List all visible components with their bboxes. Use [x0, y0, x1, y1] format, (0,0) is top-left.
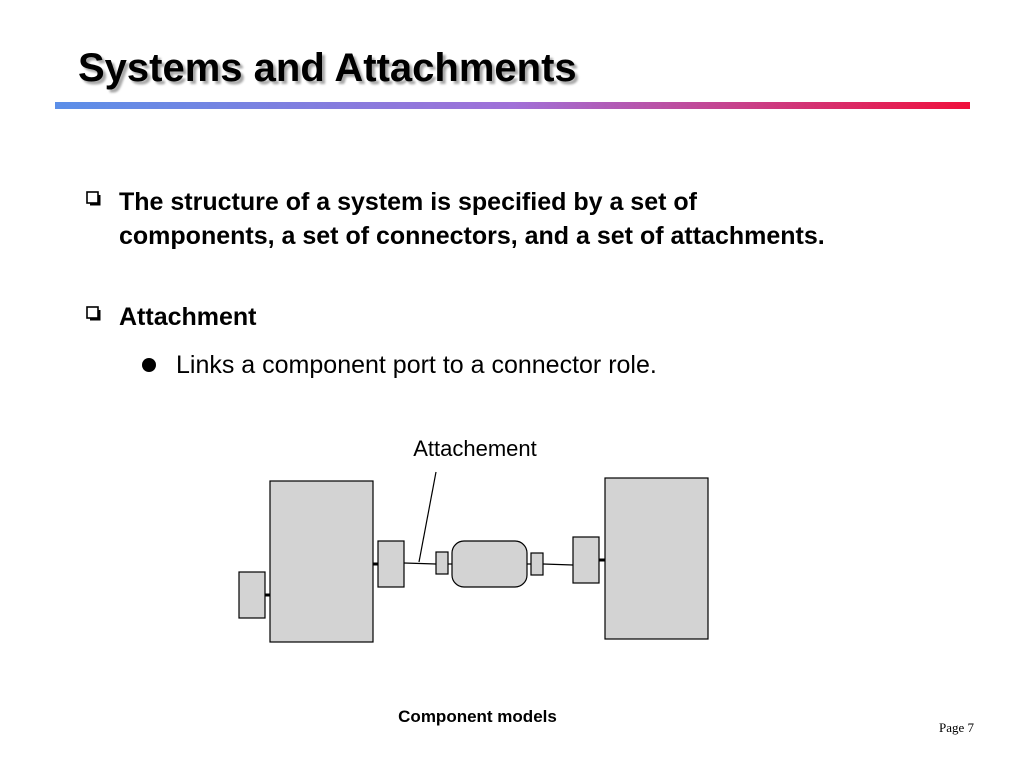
left-component-port-outer	[238, 571, 266, 619]
sub-bullet-links-text: Links a component port to a connector ro…	[176, 351, 657, 379]
attachment-line-right	[542, 563, 574, 566]
title-gradient-rule	[55, 102, 970, 109]
attachment-annotation: Attachement	[413, 436, 537, 461]
connector	[451, 540, 528, 588]
annotation-leader-line	[418, 471, 437, 563]
bullet-attachment: Attachment	[86, 300, 839, 334]
hollow-square-bullet-icon	[86, 191, 101, 206]
bullet-structure: The structure of a system is specified b…	[86, 185, 839, 253]
connector-role-right	[530, 552, 544, 576]
attachment-line-left	[403, 562, 437, 565]
hollow-square-bullet-icon	[86, 306, 101, 321]
footer-text: Component models	[398, 707, 557, 726]
slide-title: Systems and Attachments	[78, 46, 577, 90]
bullet-structure-text: The structure of a system is specified b…	[119, 188, 825, 250]
page-number: Page 7	[938, 720, 974, 735]
left-component	[269, 480, 374, 643]
left-component-port-inner	[377, 540, 405, 588]
bullet-attachment-text: Attachment	[119, 303, 257, 331]
connector-role-left	[435, 551, 449, 575]
sub-bullet-links: Links a component port to a connector ro…	[142, 348, 657, 382]
right-component-port	[572, 536, 600, 584]
filled-circle-bullet-icon	[142, 358, 156, 372]
right-component	[604, 477, 709, 640]
